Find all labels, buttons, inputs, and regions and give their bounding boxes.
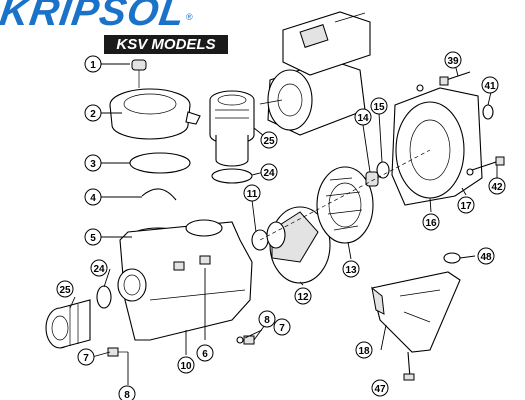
svg-text:39: 39: [447, 56, 459, 67]
callout-10: 10: [177, 356, 195, 374]
flange-bolt-39: [439, 71, 471, 86]
svg-text:18: 18: [358, 346, 370, 357]
svg-text:5: 5: [90, 233, 96, 244]
callout-17: 17: [457, 196, 475, 214]
callout-15: 15: [370, 97, 388, 115]
callout-6: 6: [196, 344, 214, 362]
svg-text:8: 8: [264, 315, 270, 326]
callout-48: 48: [477, 247, 495, 265]
svg-text:24: 24: [93, 264, 105, 275]
callout-11: 11: [243, 184, 261, 202]
seal-housing-flange-drawing: [391, 84, 483, 206]
pump-body-drawing: [117, 219, 253, 341]
lid-o-ring: [129, 152, 191, 174]
svg-text:17: 17: [460, 201, 472, 212]
callout-18: 18: [355, 341, 373, 359]
svg-text:14: 14: [357, 113, 369, 124]
foot-washer: [443, 252, 461, 264]
svg-text:10: 10: [180, 361, 192, 372]
svg-text:4: 4: [90, 193, 96, 204]
callout-24-left: 24: [90, 259, 108, 277]
callout-16: 16: [422, 213, 440, 231]
models-label: KSV MODELS: [104, 35, 228, 54]
callout-7-left: 7: [77, 348, 95, 366]
svg-text:7: 7: [83, 353, 89, 364]
svg-text:42: 42: [491, 182, 503, 193]
svg-text:47: 47: [374, 384, 386, 395]
diffuser-drawing: [266, 206, 331, 284]
strainer-lid-drawing: [109, 59, 201, 140]
union-fitting-top-drawing: [209, 90, 255, 167]
callout-14: 14: [354, 108, 372, 126]
svg-text:13: 13: [345, 265, 357, 276]
callout-3: 3: [84, 154, 102, 172]
union-fitting-left-drawing: [45, 299, 91, 349]
registered-mark: ®: [186, 12, 193, 22]
callout-4: 4: [84, 188, 102, 206]
svg-text:41: 41: [484, 81, 496, 92]
svg-text:25: 25: [263, 136, 275, 147]
svg-text:11: 11: [247, 189, 258, 200]
svg-text:15: 15: [373, 102, 385, 113]
svg-text:25: 25: [59, 285, 71, 296]
callout-25-left: 25: [56, 280, 74, 298]
svg-text:7: 7: [279, 323, 285, 334]
seal-ring: [376, 161, 390, 179]
callout-8-right: 8: [258, 310, 276, 328]
union-o-ring-top: [211, 168, 253, 184]
spring-clip: [141, 188, 177, 201]
motor-support-foot-drawing: [371, 271, 461, 353]
callout-25-top: 25: [260, 131, 278, 149]
callout-7-right: 7: [273, 318, 291, 336]
flange-bolt-42: [471, 156, 505, 171]
svg-text:1: 1: [90, 60, 96, 71]
svg-text:24: 24: [263, 168, 275, 179]
callout-1: 1: [84, 55, 102, 73]
union-o-ring-left: [96, 285, 112, 309]
drain-plug-left: [107, 347, 128, 357]
motor-drawing: [259, 11, 371, 136]
callout-13: 13: [342, 260, 360, 278]
svg-text:48: 48: [480, 252, 492, 263]
svg-text:12: 12: [297, 292, 309, 303]
callout-2: 2: [84, 104, 102, 122]
callout-47: 47: [371, 379, 389, 397]
drain-plug-right: [236, 335, 255, 345]
callout-39: 39: [444, 51, 462, 69]
impeller-drawing: [316, 166, 374, 244]
svg-text:16: 16: [425, 218, 437, 229]
callout-8-bottom: 8: [118, 385, 136, 400]
callout-42: 42: [488, 177, 506, 195]
callouts: 1 2 3 4 5 6 7 7 8 8 10 11 12 13 14 15 16…: [56, 51, 506, 400]
callout-5: 5: [84, 228, 102, 246]
callout-12: 12: [294, 287, 312, 305]
washer-41: [482, 104, 494, 120]
svg-text:2: 2: [90, 109, 96, 120]
svg-text:3: 3: [90, 159, 96, 170]
mechanical-seal: [365, 171, 379, 187]
callout-41: 41: [481, 76, 499, 94]
callout-24-top: 24: [260, 163, 278, 181]
foot-screw: [403, 351, 415, 381]
svg-text:8: 8: [124, 390, 130, 400]
svg-text:6: 6: [202, 349, 208, 360]
